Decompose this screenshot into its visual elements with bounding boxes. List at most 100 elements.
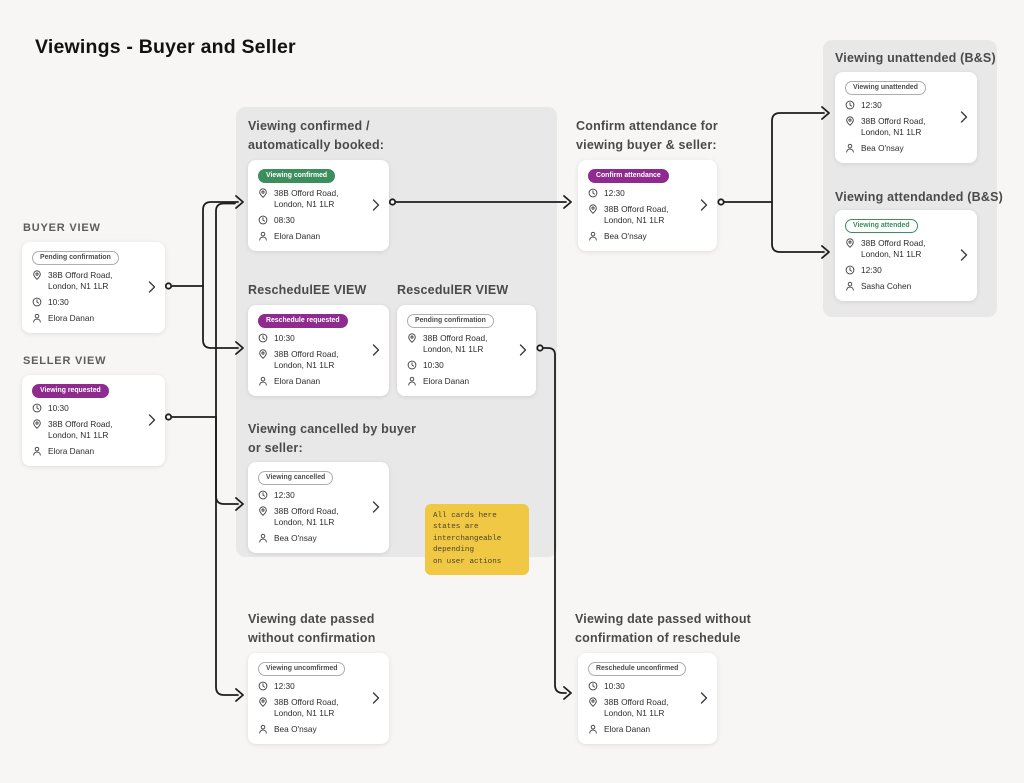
person-icon — [258, 376, 268, 387]
connector-attendance-to-unattended — [771, 112, 825, 203]
page-title: Viewings - Buyer and Seller — [35, 36, 296, 58]
row-text: Bea O'nsay — [861, 143, 904, 154]
location-pin-icon — [407, 333, 417, 343]
row-text: 12:30 — [604, 187, 625, 198]
row-text: 38B Offord Road, London, N1 1LR — [48, 419, 113, 441]
location-pin-icon — [32, 419, 42, 429]
connector-seller-to-confirmed — [215, 202, 236, 418]
row-text: 38B Offord Road, London, N1 1LR — [274, 349, 339, 371]
chevron-right-icon[interactable] — [700, 199, 708, 212]
card-row: 38B Offord Road, London, N1 1LR — [32, 270, 143, 292]
person-icon — [258, 533, 268, 544]
person-icon — [258, 724, 268, 735]
row-text: Sasha Cohen — [861, 281, 912, 292]
status-badge: Reschedule unconfirmed — [588, 662, 687, 676]
chevron-right-icon[interactable] — [960, 249, 968, 262]
card-row: Elora Danan — [32, 313, 94, 324]
person-icon — [32, 446, 42, 457]
chevron-right-icon[interactable] — [372, 199, 380, 212]
row-text: 38B Offord Road, London, N1 1LR — [48, 269, 113, 292]
clock-icon — [845, 100, 855, 110]
chevron-right-icon[interactable] — [148, 414, 156, 427]
chevron-right-icon[interactable] — [372, 501, 380, 514]
card-buyer-pending-confirmation[interactable]: Pending confirmation 38B Offord Road, Lon… — [22, 242, 165, 333]
status-badge: Viewing attended — [845, 219, 918, 233]
chevron-right-icon[interactable] — [148, 281, 156, 294]
heading-date-passed-reschedule: Viewing date passed without confirmation… — [575, 612, 752, 646]
seller-view-label: SELLER VIEW — [23, 355, 107, 367]
person-icon — [588, 724, 598, 735]
arrowhead — [563, 195, 572, 209]
card-row: 12:30 — [258, 681, 295, 692]
card-row: 38B Offord Road, London, N1 1LR — [845, 238, 955, 260]
connector-seller-to-cancelled — [215, 416, 239, 505]
chevron-right-icon[interactable] — [519, 344, 527, 357]
connector-dot — [164, 282, 173, 290]
row-text: Bea O'nsay — [604, 231, 647, 242]
location-pin-icon — [845, 238, 855, 248]
connector-dot — [164, 413, 173, 421]
heading-viewing-attended: Viewing attendanded (B&S) — [835, 190, 1003, 204]
card-row: 38B Offord Road, London, N1 1LR — [258, 349, 367, 371]
clock-icon — [258, 215, 268, 225]
location-pin-icon — [258, 188, 268, 198]
location-pin-icon — [258, 506, 268, 516]
card-row: 12:30 — [588, 188, 625, 199]
location-pin-icon — [258, 349, 268, 359]
status-badge: Viewing unattended — [845, 81, 926, 95]
location-pin-icon — [588, 204, 598, 214]
card-row: Sasha Cohen — [845, 281, 911, 292]
row-text: Elora Danan — [274, 231, 321, 242]
row-text: 10:30 — [48, 402, 69, 413]
row-text: Elora Danan — [274, 376, 321, 387]
person-icon — [588, 231, 598, 242]
clock-icon — [407, 360, 417, 370]
card-row: 10:30 — [32, 403, 69, 414]
card-reschedule-unconfirmed[interactable]: Reschedule unconfirmed 10:30 38B Offord Ro… — [578, 653, 717, 744]
card-row: 38B Offord Road, London, N1 1LR — [588, 697, 695, 719]
person-icon — [845, 143, 855, 154]
clock-icon — [258, 490, 268, 500]
chevron-right-icon[interactable] — [700, 692, 708, 705]
status-badge: Viewing requested — [32, 384, 109, 398]
card-row: 12:30 — [258, 490, 295, 501]
connector-buyer-to-reschedulee — [202, 285, 239, 349]
card-row: Elora Danan — [258, 376, 320, 387]
chevron-right-icon[interactable] — [960, 111, 968, 124]
status-badge: Pending confirmation — [32, 251, 119, 265]
heading-rescheduler-view: RescedulER VIEW — [397, 283, 509, 297]
arrowhead — [235, 688, 244, 702]
card-seller-viewing-requested[interactable]: Viewing requested 10:30 38B Offord Road, L… — [22, 375, 165, 466]
card-viewing-attended[interactable]: Viewing attended 38B Offord Road, London,… — [835, 210, 977, 301]
clock-icon — [32, 403, 42, 413]
connector-dot — [717, 198, 725, 206]
chevron-right-icon[interactable] — [372, 344, 380, 357]
location-pin-icon — [845, 116, 855, 126]
card-row: Elora Danan — [407, 376, 469, 387]
chevron-right-icon[interactable] — [372, 692, 380, 705]
card-row: 38B Offord Road, London, N1 1LR — [258, 697, 367, 719]
clock-icon — [588, 188, 598, 198]
arrowhead — [563, 686, 572, 700]
card-row: 08:30 — [258, 215, 295, 226]
card-row: 38B Offord Road, London, N1 1LR — [588, 204, 695, 226]
clock-icon — [845, 265, 855, 275]
person-icon — [32, 313, 42, 324]
clock-icon — [258, 333, 268, 343]
card-row: Elora Danan — [588, 724, 650, 735]
row-text: 10:30 — [604, 680, 625, 691]
row-text: 12:30 — [861, 99, 882, 110]
card-row: 10:30 — [588, 681, 625, 692]
row-text: Bea O'nsay — [274, 724, 317, 735]
row-text: 38B Offord Road, London, N1 1LR — [274, 187, 339, 210]
connector-buyer-to-confirmed — [202, 201, 239, 287]
card-row: 10:30 — [258, 333, 295, 344]
card-row: Bea O'nsay — [845, 143, 904, 154]
